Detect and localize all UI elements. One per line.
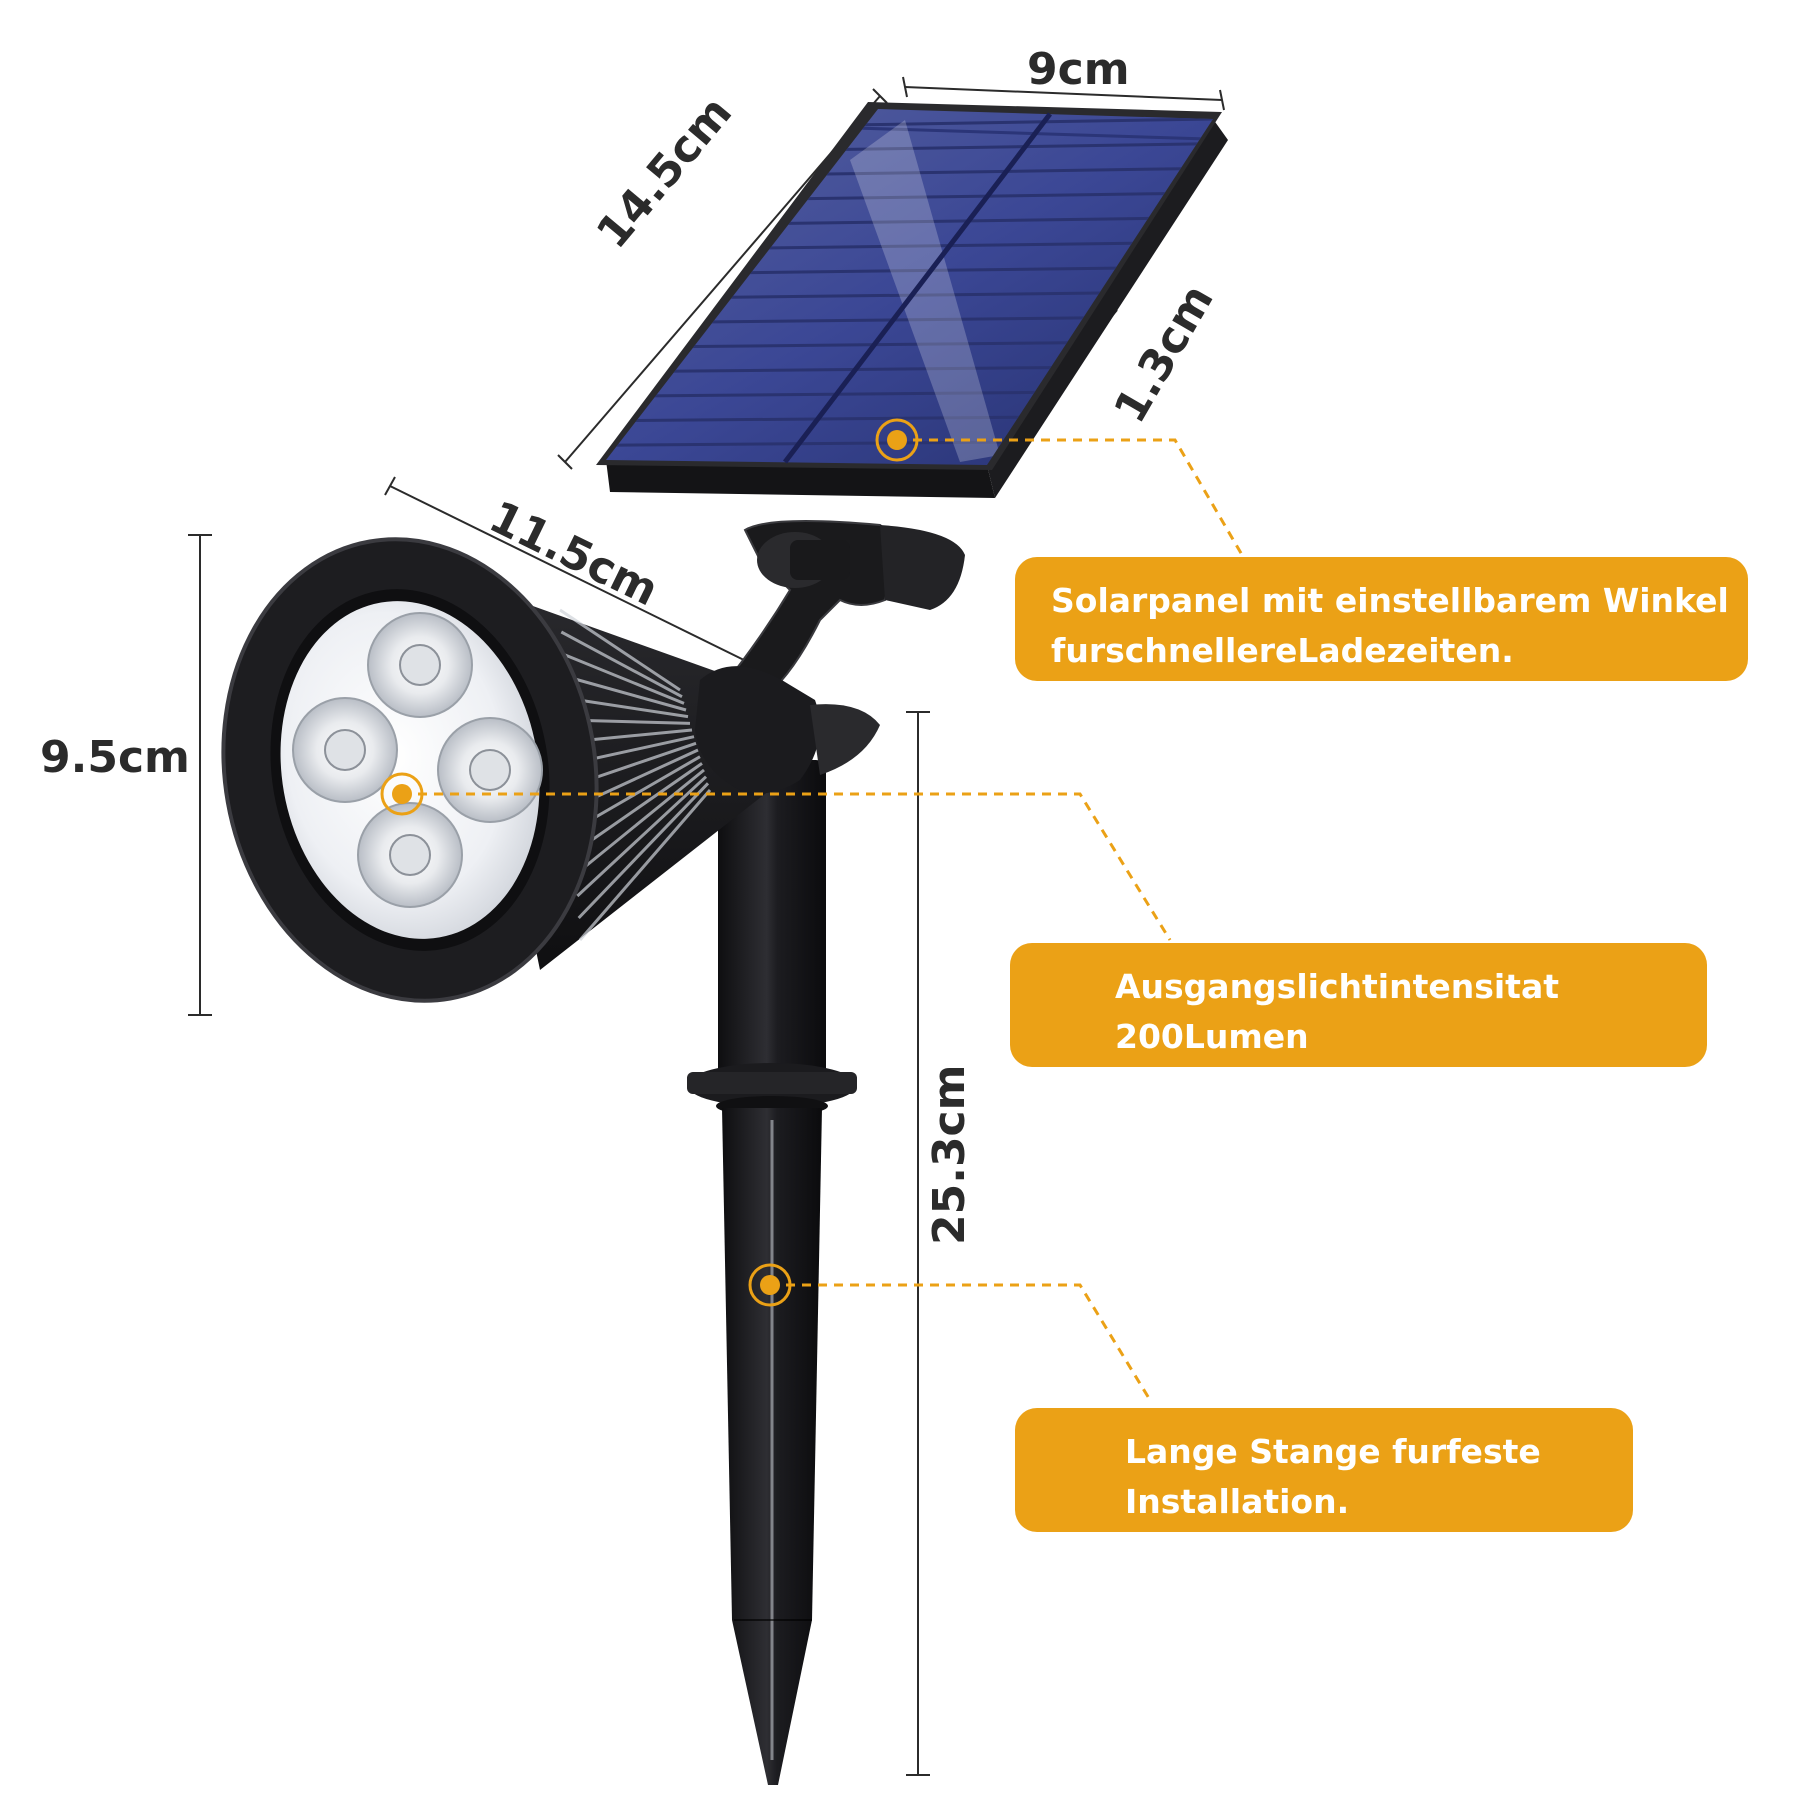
callout-light-intensity-line1: Ausgangslichtintensitat: [1115, 967, 1560, 1006]
brand-logo: Wuktop: [712, 490, 834, 523]
callout-solar-panel-line2: furschnellereLadezeiten.: [1051, 631, 1514, 670]
callout-solar-panel: Solarpanel mit einstellbarem Winkel furs…: [1015, 557, 1748, 681]
callout-light-intensity: Ausgangslichtintensitat 200Lumen: [1010, 943, 1707, 1067]
stake-height-label: 25.3cm: [924, 1064, 975, 1246]
panel-hinge: [718, 520, 965, 702]
spotlight-led-icon: [221, 537, 880, 1003]
callout-leaders: [402, 438, 1247, 1401]
callout-solar-panel-line1: Solarpanel mit einstellbarem Winkel: [1051, 581, 1729, 620]
callout-stake-line1: Lange Stange furfeste: [1125, 1432, 1541, 1471]
head-diameter-label: 9.5cm: [40, 732, 190, 783]
callout-stake-line2: Installation.: [1125, 1482, 1350, 1521]
ground-stake-icon: [687, 760, 857, 1785]
panel-width-label: 9cm: [1027, 44, 1130, 95]
callout-markers: [380, 418, 919, 1307]
callout-light-intensity-line2: 200Lumen: [1115, 1017, 1309, 1056]
callout-stake: Lange Stange furfeste Installation.: [1015, 1408, 1633, 1532]
